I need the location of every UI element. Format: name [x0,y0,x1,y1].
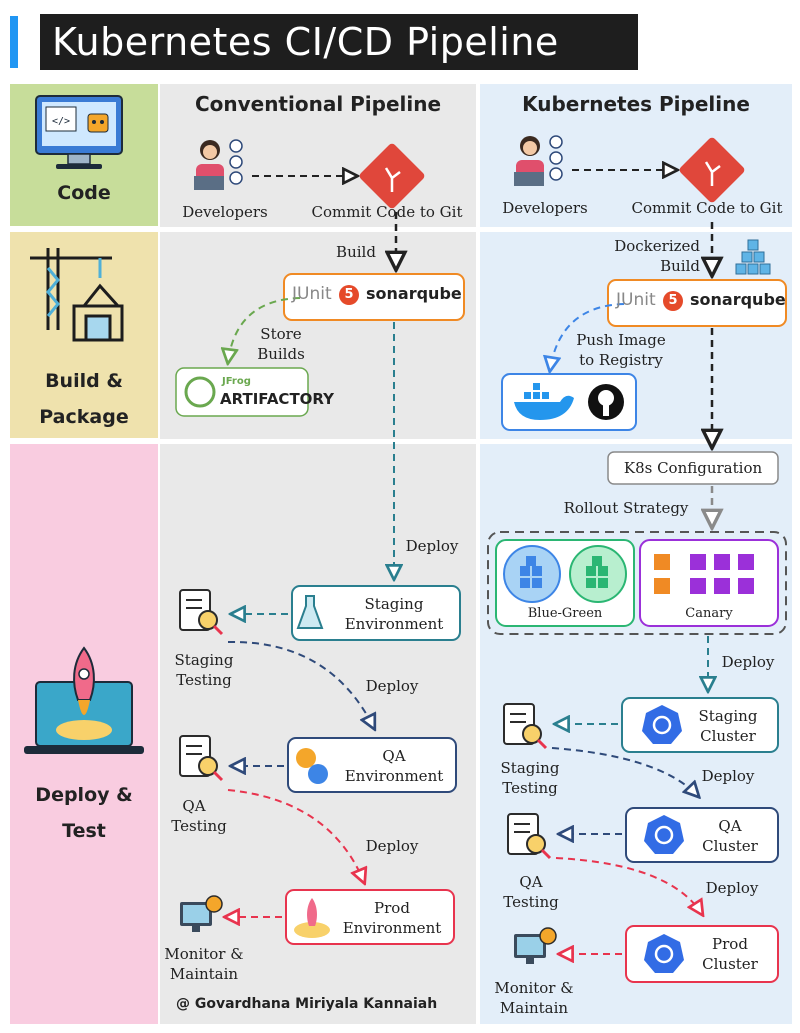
deploy-label: Deploy [405,537,459,555]
qa-cluster-label-1: QA [718,817,742,835]
stage-label-code: Code [57,182,111,204]
page-title: Kubernetes CI/CD Pipeline [52,20,559,64]
deploy-label: Deploy [365,677,419,695]
junit-5-badge: 5 [663,291,683,311]
conventional-column [160,84,476,1024]
stage-label-deploy-1: Deploy & [35,784,133,806]
junit-label: JUnit [616,290,656,310]
staging-testing-label-2: Testing [502,779,558,797]
k8s-config-label: K8s Configuration [623,459,763,477]
monitor-label-1: Monitor & [494,979,574,997]
deploy-label: Deploy [705,879,759,897]
container-cubes-icon [735,239,771,275]
kubernetes-icon [644,934,684,973]
monitor-label-2: Maintain [499,999,569,1017]
staging-testing-label-2: Testing [176,671,232,689]
staging-cluster-label-2: Cluster [700,727,756,745]
kubernetes-title: Kubernetes Pipeline [522,92,750,116]
title-accent-bar [10,16,18,68]
junit-5-badge: 5 [339,285,359,305]
svg-text:</>: </> [52,116,70,127]
prod-env-label-1: Prod [374,899,410,917]
prod-cluster-label-1: Prod [712,935,748,953]
monitor-label-2: Maintain [169,965,239,983]
staging-cluster-label-1: Staging [698,707,758,725]
push-image-label-1: Push Image [576,331,666,349]
jfrog-label: JFrog [222,376,251,387]
commit-label: Commit Code to Git [631,199,783,217]
test-doc-icon [507,813,552,860]
canary-cubes-icon [654,554,754,594]
prod-env-label-2: Environment [342,919,442,937]
test-doc-icon [179,735,224,782]
row-divider [10,439,792,444]
stage-band-build [10,232,158,438]
developers-label: Developers [182,203,268,221]
crane-icon [30,248,124,342]
developers-label: Developers [502,199,588,217]
qa-testing-label-2: Testing [171,817,227,835]
conventional-title: Conventional Pipeline [194,92,442,116]
qa-env-label-1: QA [382,747,406,765]
stage-label-build-2: Package [39,406,129,428]
stage-label-build-1: Build & [45,370,123,392]
rocket-laptop-icon [24,646,144,754]
junit-label: JUnit [292,284,332,304]
developer-icon [514,135,563,186]
dockerized-label-1: Dockerized [614,237,700,255]
qa-testing-label-1: QA [519,873,543,891]
deploy-label: Deploy [721,653,775,671]
staging-testing-label-1: Staging [174,651,234,669]
monitor-icon [180,895,223,932]
monitor-label-1: Monitor & [164,945,244,963]
blue-green-label: Blue-Green [527,606,603,621]
qa-testing-label-1: QA [182,797,206,815]
github-icon [588,384,624,420]
kubernetes-icon [644,815,684,854]
commit-label: Commit Code to Git [311,203,463,221]
qa-cluster-label-2: Cluster [702,837,758,855]
row-divider [10,227,792,232]
staging-env-label-2: Environment [344,615,444,633]
artifactory-label: ARTIFACTORY [220,390,335,408]
author-credit: @ Govardhana Miriyala Kannaiah [176,996,438,1012]
stage-label-deploy-2: Test [62,820,106,842]
prod-cluster-label-2: Cluster [702,955,758,973]
push-image-label-2: to Registry [579,351,663,369]
deploy-label: Deploy [701,767,755,785]
store-label-1: Store [260,325,302,343]
rollout-strategy-label: Rollout Strategy [563,499,689,517]
test-doc-icon [503,703,548,750]
sonarqube-label: sonarqube [690,290,786,309]
dockerized-label-2: Build [660,257,700,275]
staging-env-label-1: Staging [364,595,424,613]
test-doc-icon [179,589,224,636]
code-monitor-icon: </> [35,95,123,169]
store-label-2: Builds [257,345,305,363]
canary-label: Canary [685,606,733,621]
developer-icon [194,139,243,190]
title-banner [40,14,638,70]
staging-testing-label-1: Staging [500,759,560,777]
kubernetes-icon [642,705,682,744]
deploy-label: Deploy [365,837,419,855]
sonarqube-label: sonarqube [366,284,462,303]
qa-env-label-2: Environment [344,767,444,785]
qa-testing-label-2: Testing [503,893,559,911]
docker-icon [514,383,574,420]
monitor-icon [514,927,557,964]
build-label: Build [336,243,376,261]
